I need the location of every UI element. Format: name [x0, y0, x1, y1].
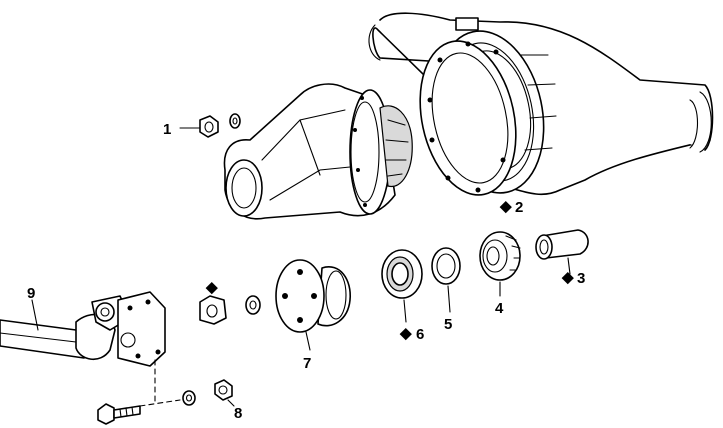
callout-5: 5: [444, 316, 452, 333]
callout-7: 7: [303, 355, 311, 372]
tapered-roller-bearing: [479, 231, 521, 297]
flange-nut-and-washer: ◆: [199, 279, 261, 325]
callout-3-marker: ◆: [561, 269, 574, 286]
diamond-marker: ◆: [205, 279, 218, 296]
propeller-shaft: [0, 291, 166, 367]
callout-9: 9: [27, 285, 35, 302]
nut-and-washer: [179, 113, 241, 138]
differential-carrier: [223, 83, 413, 220]
callout-8: 8: [234, 405, 242, 422]
companion-flange: [275, 259, 351, 351]
callout-2: 2: [515, 199, 523, 216]
gasket-ring: [419, 40, 517, 196]
oil-seal: [381, 249, 423, 323]
callout-3: 3: [577, 270, 585, 287]
callout-1: 1: [163, 121, 171, 138]
callout-6: 6: [416, 326, 424, 343]
sleeve: [535, 229, 589, 275]
bolt-washer-nut: [97, 359, 235, 425]
spacer-ring: [431, 247, 461, 313]
callout-6-marker: ◆: [399, 325, 412, 342]
callout-labels: 1 ◆ 2 ◆ 3 4 5 ◆ 6 7 8 9: [27, 121, 585, 422]
callout-2-marker: ◆: [499, 198, 512, 215]
callout-4: 4: [495, 300, 504, 317]
